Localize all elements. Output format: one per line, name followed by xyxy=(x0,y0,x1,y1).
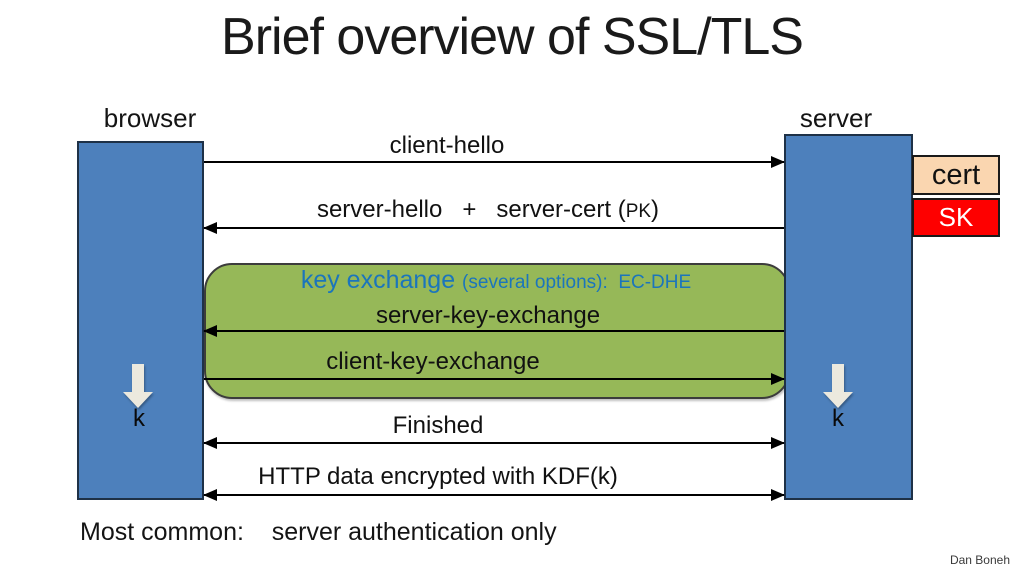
page-title: Brief overview of SSL/TLS xyxy=(221,8,804,66)
arrow-server-key-exchange xyxy=(203,325,784,337)
arrowhead-right-icon xyxy=(771,373,785,385)
note-most-common: Most common: server authentication only xyxy=(80,518,557,546)
server-lifeline-bar xyxy=(784,134,913,500)
arrowhead-right-icon xyxy=(771,437,785,449)
arrowhead-left-icon xyxy=(203,437,217,449)
key-derive-down-arrow-icon xyxy=(123,364,153,409)
key-derive-down-arrow-icon xyxy=(823,364,853,409)
msg-server-hello-close: ) xyxy=(651,196,660,223)
msg-finished: Finished xyxy=(392,412,484,439)
msg-server-hello-text: server-hello + server-cert ( xyxy=(316,196,626,223)
arrow-head xyxy=(123,392,153,408)
arrow-shaft xyxy=(832,364,844,393)
arrowhead-right-icon xyxy=(771,489,785,501)
msg-server-hello-pk: PK xyxy=(625,201,652,222)
msg-client-key-exchange: client-key-exchange xyxy=(326,348,540,375)
browser-label: browser xyxy=(103,103,197,133)
arrow-server-hello xyxy=(203,222,784,234)
cert-box: cert xyxy=(912,155,1000,195)
browser-lifeline-bar xyxy=(77,141,204,500)
arrow-head xyxy=(823,392,853,408)
secret-key-box: SK xyxy=(912,198,1000,237)
msg-server-hello: server-hello + server-cert (PK) xyxy=(317,196,659,224)
server-key-label: k xyxy=(832,405,844,432)
arrow-shaft xyxy=(132,364,144,393)
msg-client-hello: client-hello xyxy=(389,132,505,159)
server-label: server xyxy=(799,103,873,133)
key-exchange-detail: (several options): EC-DHE xyxy=(462,272,692,293)
key-exchange-title: key exchange xyxy=(300,266,463,294)
arrow-client-key-exchange xyxy=(204,373,785,385)
key-exchange-heading: key exchange (several options): EC-DHE xyxy=(301,266,691,295)
arrow-client-hello xyxy=(204,156,785,168)
browser-key-label: k xyxy=(133,405,145,432)
arrowhead-left-icon xyxy=(203,325,217,337)
msg-server-key-exchange: server-key-exchange xyxy=(375,302,601,329)
msg-http-data: HTTP data encrypted with KDF(k) xyxy=(258,463,618,490)
arrow-finished xyxy=(203,437,785,449)
arrowhead-right-icon xyxy=(771,156,785,168)
arrowhead-left-icon xyxy=(203,222,217,234)
author-credit: Dan Boneh xyxy=(949,553,1010,567)
arrowhead-left-icon xyxy=(203,489,217,501)
arrow-http-data xyxy=(203,489,785,501)
